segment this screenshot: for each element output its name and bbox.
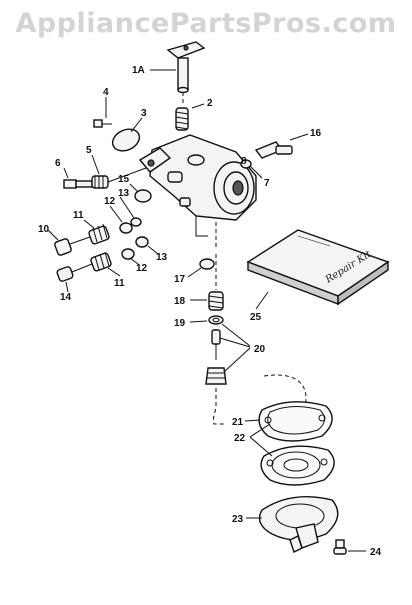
main-needle-upper [54,217,142,256]
nut-7 [240,159,252,169]
washer-19 [208,315,224,325]
callout-13-upper: 13 [118,188,130,199]
seat-17 [199,258,215,270]
fuel-passage-line-2 [263,374,307,410]
callout-4: 4 [103,87,109,98]
diaphragm-cover [258,495,339,553]
cover-screw [333,539,347,555]
callout-11-lower: 11 [114,278,125,289]
callout-3: 3 [141,108,147,119]
callout-8: 8 [241,156,247,167]
callout-1A: 1A [132,65,145,76]
callout-21: 21 [232,417,244,428]
throttle-plate [111,128,141,152]
callout-24: 24 [370,547,382,558]
callout-20: 20 [254,344,266,355]
callout-6: 6 [55,158,61,169]
throttle-shaft [166,41,206,94]
callout-10: 10 [38,224,50,235]
idle-needle-assembly [63,167,147,189]
callout-13-lower: 13 [156,252,168,263]
throttle-spring [175,107,189,131]
callout-22: 22 [234,433,246,444]
callout-19: 19 [174,318,186,329]
inlet-needle-20 [205,329,227,385]
plug-15 [134,189,152,203]
fuel-passage-line [212,388,226,425]
diaphragm-gasket [258,401,333,442]
main-needle-lower [56,236,149,282]
callout-18: 18 [174,296,186,307]
callout-16: 16 [310,128,322,139]
diaphragm [260,445,335,486]
callout-labels: 1A 2 3 4 5 6 7 8 10 11 11 12 12 13 13 14… [38,65,382,558]
callout-17: 17 [174,274,186,285]
plate-screw [93,119,112,128]
needle-spring-18 [208,291,224,311]
callout-2: 2 [207,98,213,109]
carburetor-body [138,134,257,237]
callout-15: 15 [118,174,130,185]
callout-5: 5 [86,145,92,156]
fuel-inlet-fitting [254,141,293,159]
callout-12-lower: 12 [136,263,148,274]
callout-23: 23 [232,514,244,525]
callout-14: 14 [60,292,72,303]
callout-25: 25 [250,312,262,323]
repair-kit-box [246,229,390,306]
callout-12-upper: 12 [104,196,116,207]
callout-7: 7 [264,178,270,189]
callout-11-upper: 11 [73,210,84,221]
